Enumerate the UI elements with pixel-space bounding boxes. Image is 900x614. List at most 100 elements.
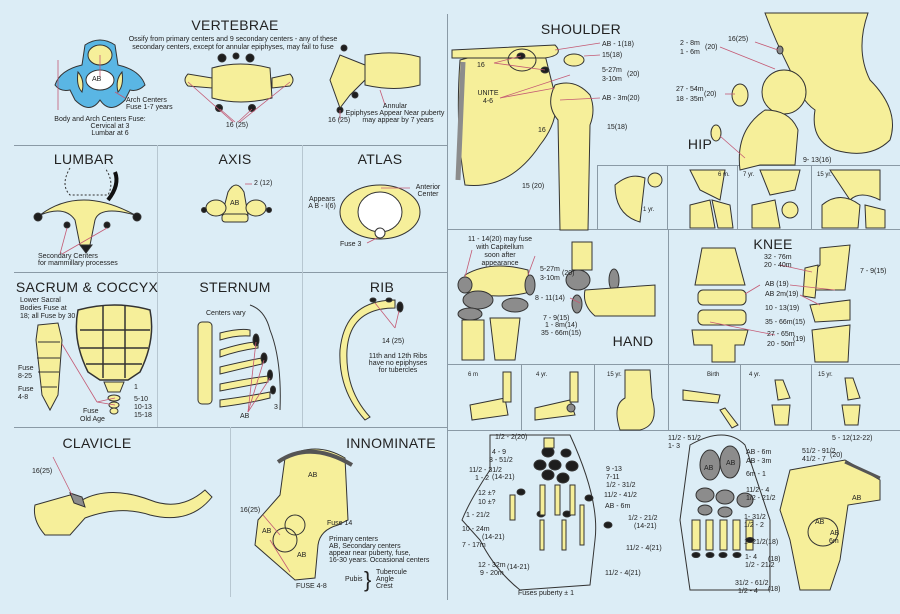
label: Primary centers bbox=[329, 536, 379, 543]
label: 11/2 - 41/2 bbox=[604, 492, 637, 499]
label: FUSE 4-8 bbox=[296, 583, 327, 590]
label: 2 - 8m bbox=[680, 40, 700, 47]
divider bbox=[811, 364, 812, 430]
scapula bbox=[457, 51, 557, 186]
label: Fuse bbox=[83, 408, 99, 415]
age-label: 4 yr. bbox=[536, 372, 548, 378]
divider bbox=[448, 229, 900, 230]
label: Pubis bbox=[345, 576, 363, 583]
label: 3-10m bbox=[602, 76, 622, 83]
label: 14 (25) bbox=[382, 338, 405, 345]
label: 1 - 21/2 bbox=[466, 512, 490, 519]
divider bbox=[667, 165, 668, 229]
label: 16(25) bbox=[32, 468, 53, 475]
label: AB - 6m bbox=[746, 449, 772, 456]
label: AB - 1(18) bbox=[602, 41, 634, 48]
label: Body and Arch Centers Fuse: bbox=[54, 116, 146, 123]
label: 16 bbox=[477, 62, 485, 69]
label: Lower Sacral bbox=[20, 297, 61, 304]
thoracic-vertebra bbox=[211, 63, 273, 103]
label: 12 ±? bbox=[478, 490, 496, 497]
label: 27 - 65m bbox=[767, 331, 795, 338]
age-label: 15 yr. bbox=[817, 172, 832, 178]
label: 4 - 9 bbox=[492, 449, 507, 456]
ab-label: AB bbox=[704, 465, 714, 472]
ab-label: AB bbox=[92, 76, 102, 83]
label: may appear by 7 years bbox=[362, 117, 434, 124]
shoulder-title: SHOULDER bbox=[540, 21, 622, 37]
label: 1 - 2 bbox=[475, 475, 490, 482]
label: AB - 3m(20) bbox=[602, 95, 640, 102]
label: AB, Secondary centers bbox=[329, 543, 401, 550]
age-label: 15 yr. bbox=[607, 372, 622, 378]
hand-outline bbox=[461, 434, 597, 591]
humerus bbox=[550, 82, 594, 231]
label: (19) bbox=[793, 336, 806, 343]
label: (14-21) bbox=[634, 523, 657, 530]
label: 11th and 12th Ribs bbox=[368, 353, 428, 360]
label: 7 - 9(15) bbox=[860, 268, 887, 275]
label: 1/2 - 2 bbox=[744, 522, 764, 529]
label: with Capitellum bbox=[476, 244, 524, 251]
label: Fuse bbox=[18, 365, 34, 372]
label: for mammillary processes bbox=[38, 260, 118, 267]
label: 1- 31/2 bbox=[744, 514, 766, 521]
label: Crest bbox=[376, 583, 393, 590]
label: 11/2 - 4 bbox=[746, 487, 770, 494]
label: 9 - 20m bbox=[480, 570, 504, 577]
label: Annular bbox=[382, 103, 408, 110]
age-label: 6 m. bbox=[718, 172, 730, 178]
label: 1 - 6m bbox=[680, 49, 700, 56]
label: 8-25 bbox=[18, 373, 33, 380]
label: 3-10m bbox=[540, 275, 560, 282]
divider bbox=[302, 145, 303, 427]
divider bbox=[230, 427, 231, 597]
rib-bone bbox=[339, 299, 396, 421]
label: 1- 21/2(18) bbox=[744, 539, 779, 546]
label: 15 (20) bbox=[522, 183, 545, 190]
label: Lumbar at 6 bbox=[91, 130, 129, 137]
label: 35 - 66m(15) bbox=[765, 319, 806, 326]
label: 9- 13(16) bbox=[803, 157, 832, 164]
label: 32 - 76m bbox=[764, 254, 792, 261]
leader-lines bbox=[52, 41, 836, 573]
label: 41/2 - 7 bbox=[802, 456, 826, 463]
label: 20 - 40m bbox=[764, 262, 792, 269]
label: 1/2 - 2(20) bbox=[495, 434, 528, 441]
label: A B - I(6) bbox=[308, 203, 336, 210]
label: 11/2 - 4(21) bbox=[605, 570, 641, 577]
label: 7 - 9(15) bbox=[543, 315, 570, 322]
ab-label: AB bbox=[830, 530, 840, 537]
label: 5-27m bbox=[602, 67, 622, 74]
label: 10 - 13(19) bbox=[765, 305, 800, 312]
ab-label: AB bbox=[308, 472, 318, 479]
divider bbox=[14, 145, 447, 146]
label: (20) bbox=[830, 452, 843, 459]
label: 4-8 bbox=[18, 394, 29, 401]
label: 16 (25) bbox=[328, 117, 351, 124]
age-label: Birth bbox=[707, 372, 720, 378]
label: Appears bbox=[308, 196, 336, 203]
label: 3 - 51/2 bbox=[489, 457, 513, 464]
lumbar-title: LUMBAR bbox=[53, 151, 115, 167]
label: Arch Centers bbox=[126, 97, 167, 104]
label: 1/2 - 21/2 bbox=[745, 562, 775, 569]
divider bbox=[448, 430, 900, 431]
label: 15(18) bbox=[607, 124, 628, 131]
label: 12 - 32m bbox=[478, 562, 506, 569]
label: 1/2 - 21/2 bbox=[746, 495, 776, 502]
label: 11/2 - 51/2 bbox=[668, 435, 701, 442]
label: Center bbox=[417, 191, 439, 198]
femur-knee bbox=[694, 247, 746, 286]
label: (20) bbox=[704, 91, 717, 98]
label: 16 bbox=[538, 127, 546, 134]
brace: } bbox=[364, 567, 372, 592]
sacrum-title: SACRUM & COCCYX bbox=[15, 279, 159, 295]
label: 51/2 - 91/2 bbox=[802, 448, 836, 455]
sternum-ribs bbox=[197, 304, 281, 411]
foot-outline bbox=[679, 434, 771, 591]
rib-title: RIB bbox=[369, 279, 395, 295]
label: 15(18) bbox=[602, 52, 623, 59]
label: Centers vary bbox=[206, 310, 246, 317]
